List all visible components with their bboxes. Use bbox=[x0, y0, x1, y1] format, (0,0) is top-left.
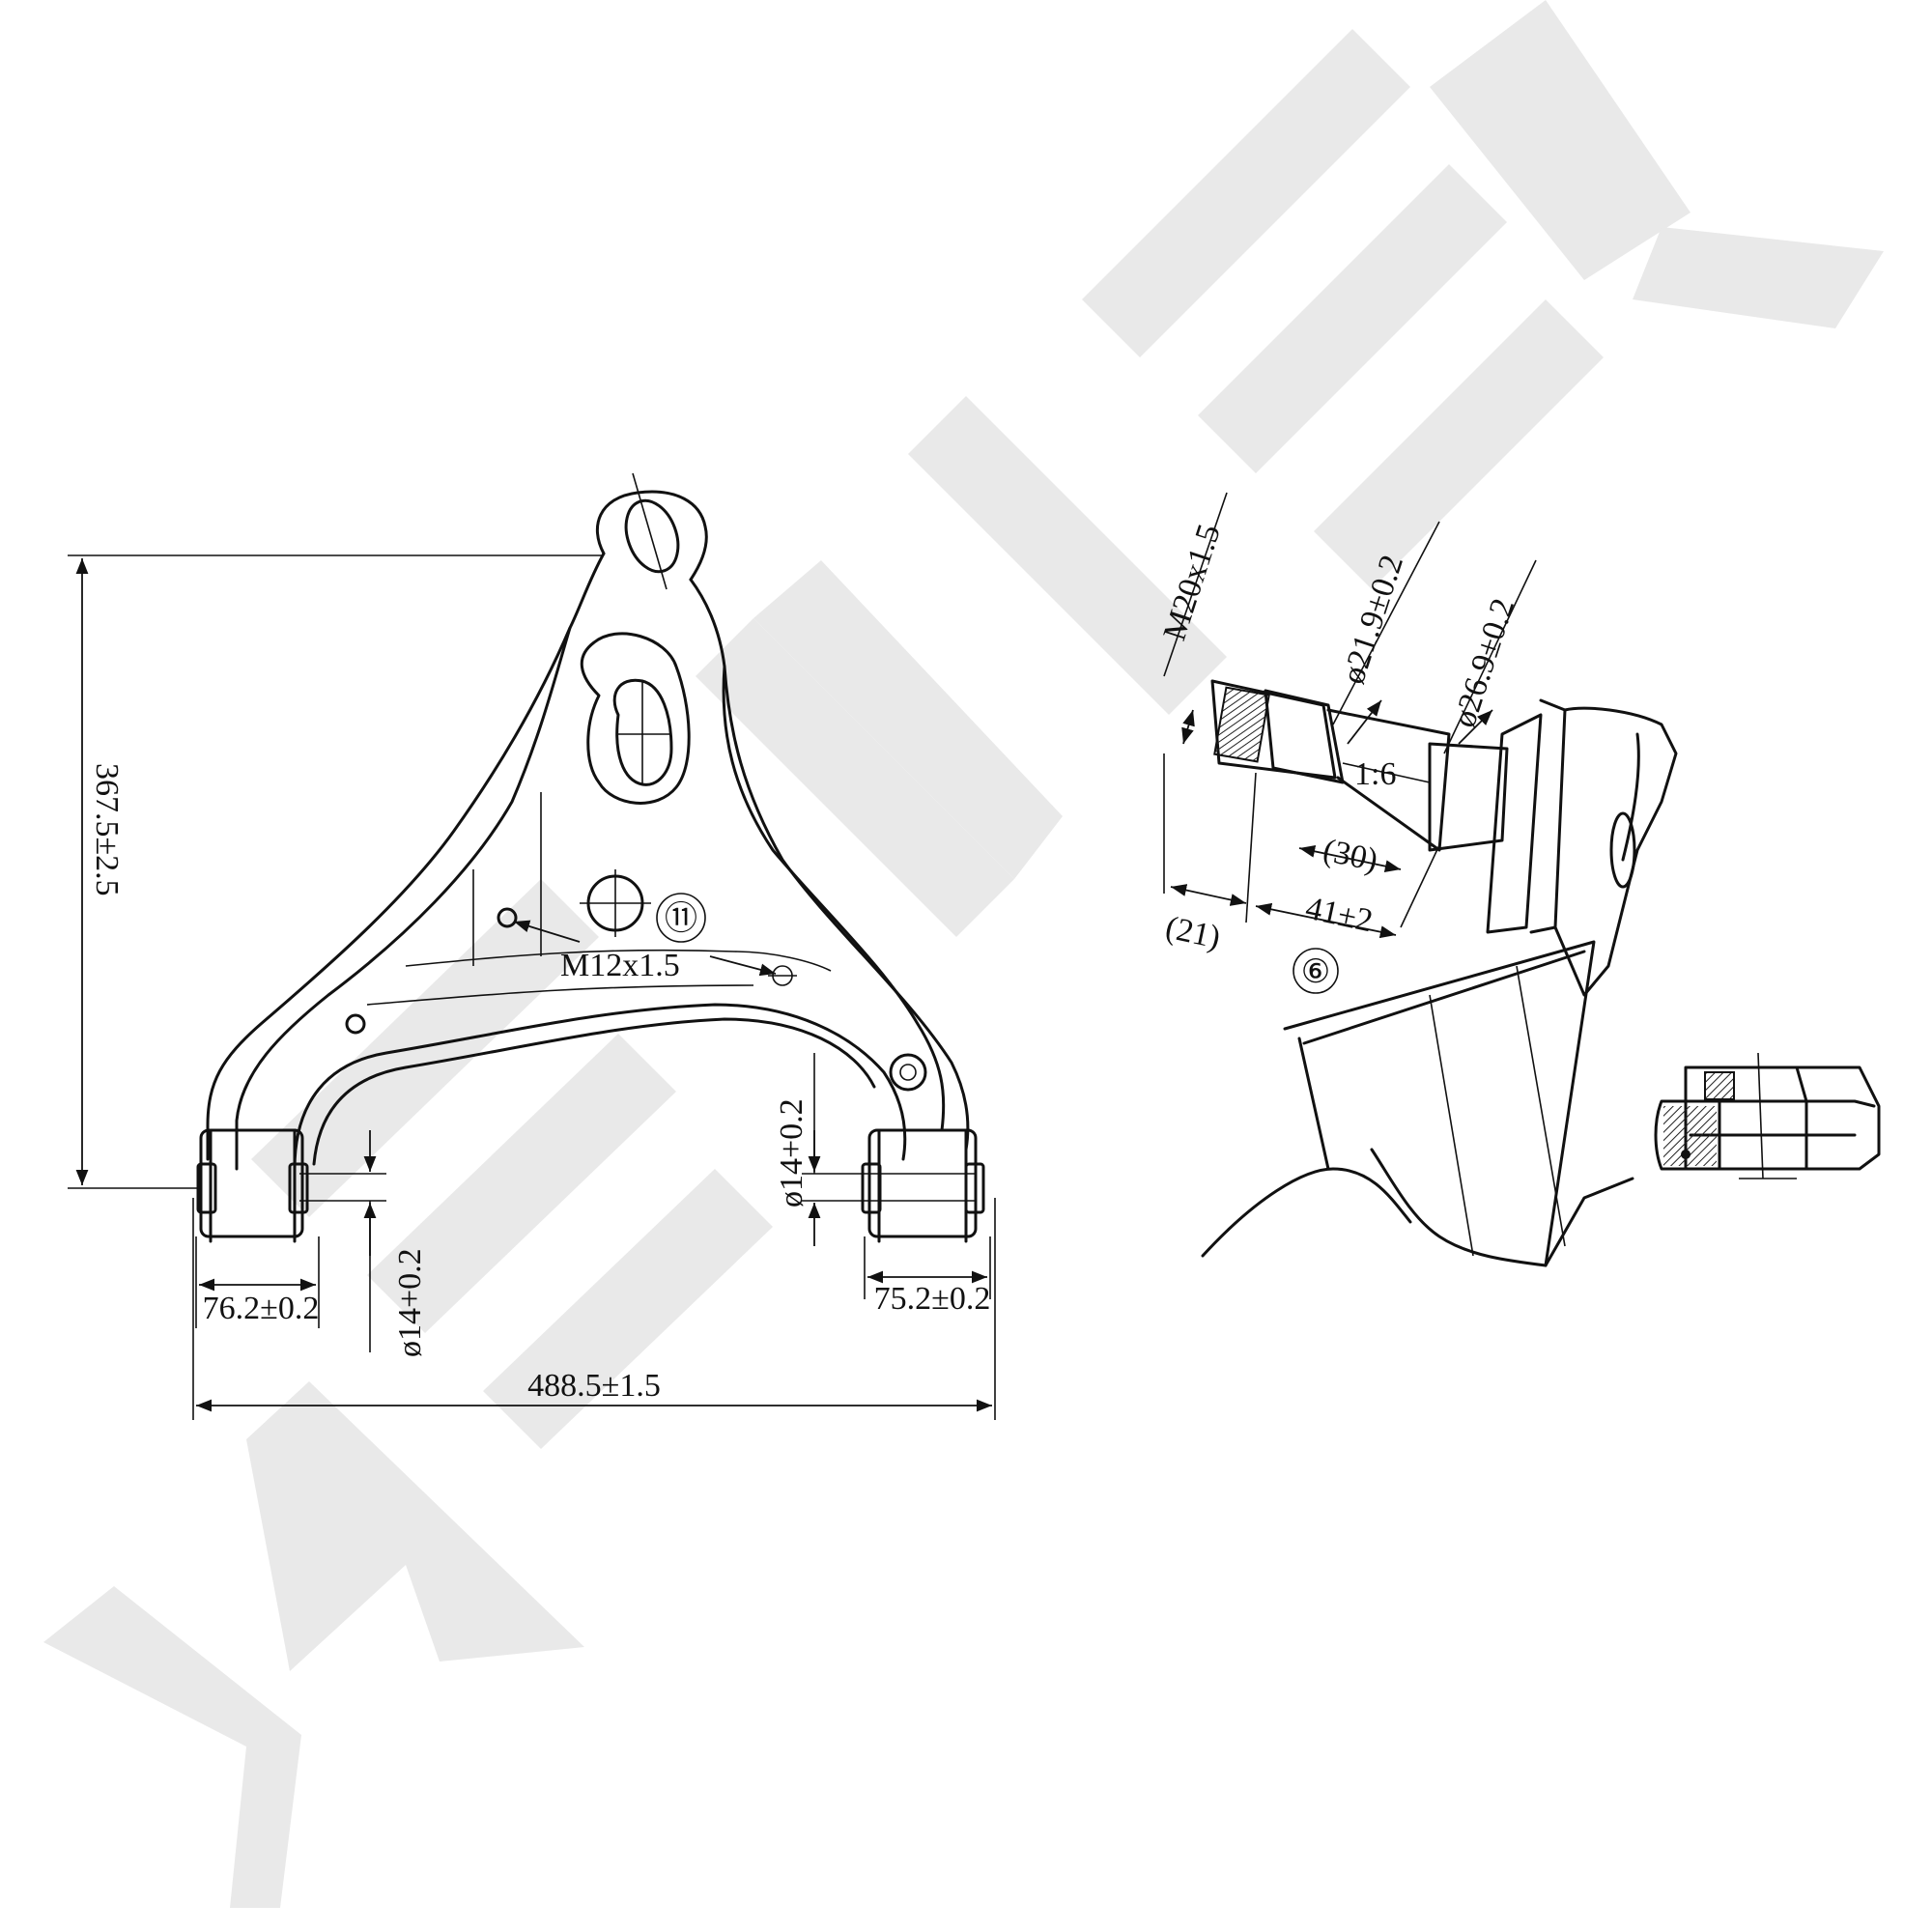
thread-label-m12: M12x1.5 bbox=[560, 948, 680, 983]
thread-m20: M20x1.5 bbox=[1156, 520, 1227, 644]
main-dimensions bbox=[68, 554, 996, 1420]
right-bushing-width-dimension: 75.2±0.2 bbox=[874, 1281, 991, 1317]
left-bushing bbox=[196, 1128, 309, 1243]
watermark-logo bbox=[43, 0, 1884, 1908]
length-21: (21) bbox=[1162, 910, 1223, 956]
ball-joint-dimensions bbox=[1163, 492, 1537, 994]
right-bore-dimension: ø14+0.2 bbox=[774, 1098, 810, 1208]
bolt-icon bbox=[889, 1053, 927, 1092]
left-bushing-width-dimension: 76.2±0.2 bbox=[203, 1291, 320, 1326]
dia-26-9: ø26.9±0.2 bbox=[1446, 594, 1521, 731]
dia-21-9: ø21.9±0.2 bbox=[1335, 551, 1410, 688]
callout-circle-11 bbox=[656, 893, 706, 943]
callout-circle-6 bbox=[1293, 948, 1339, 994]
height-dimension: 367.5±2.5 bbox=[89, 763, 125, 896]
lock-nut bbox=[1654, 1052, 1881, 1179]
callout-11: ⑪ bbox=[665, 900, 697, 937]
length-30: (30) bbox=[1320, 833, 1380, 879]
callout-6: ⑥ bbox=[1301, 954, 1330, 990]
right-bushing bbox=[861, 1128, 985, 1243]
overall-width-dimension: 488.5±1.5 bbox=[527, 1368, 661, 1404]
left-bore-dimension: ø14+0.2 bbox=[392, 1248, 428, 1357]
ball-joint-section bbox=[1201, 679, 1678, 1267]
length-41: 41±2 bbox=[1302, 891, 1376, 940]
control-arm-outline bbox=[196, 472, 985, 1243]
taper-1-6: 1:6 bbox=[1354, 756, 1396, 792]
